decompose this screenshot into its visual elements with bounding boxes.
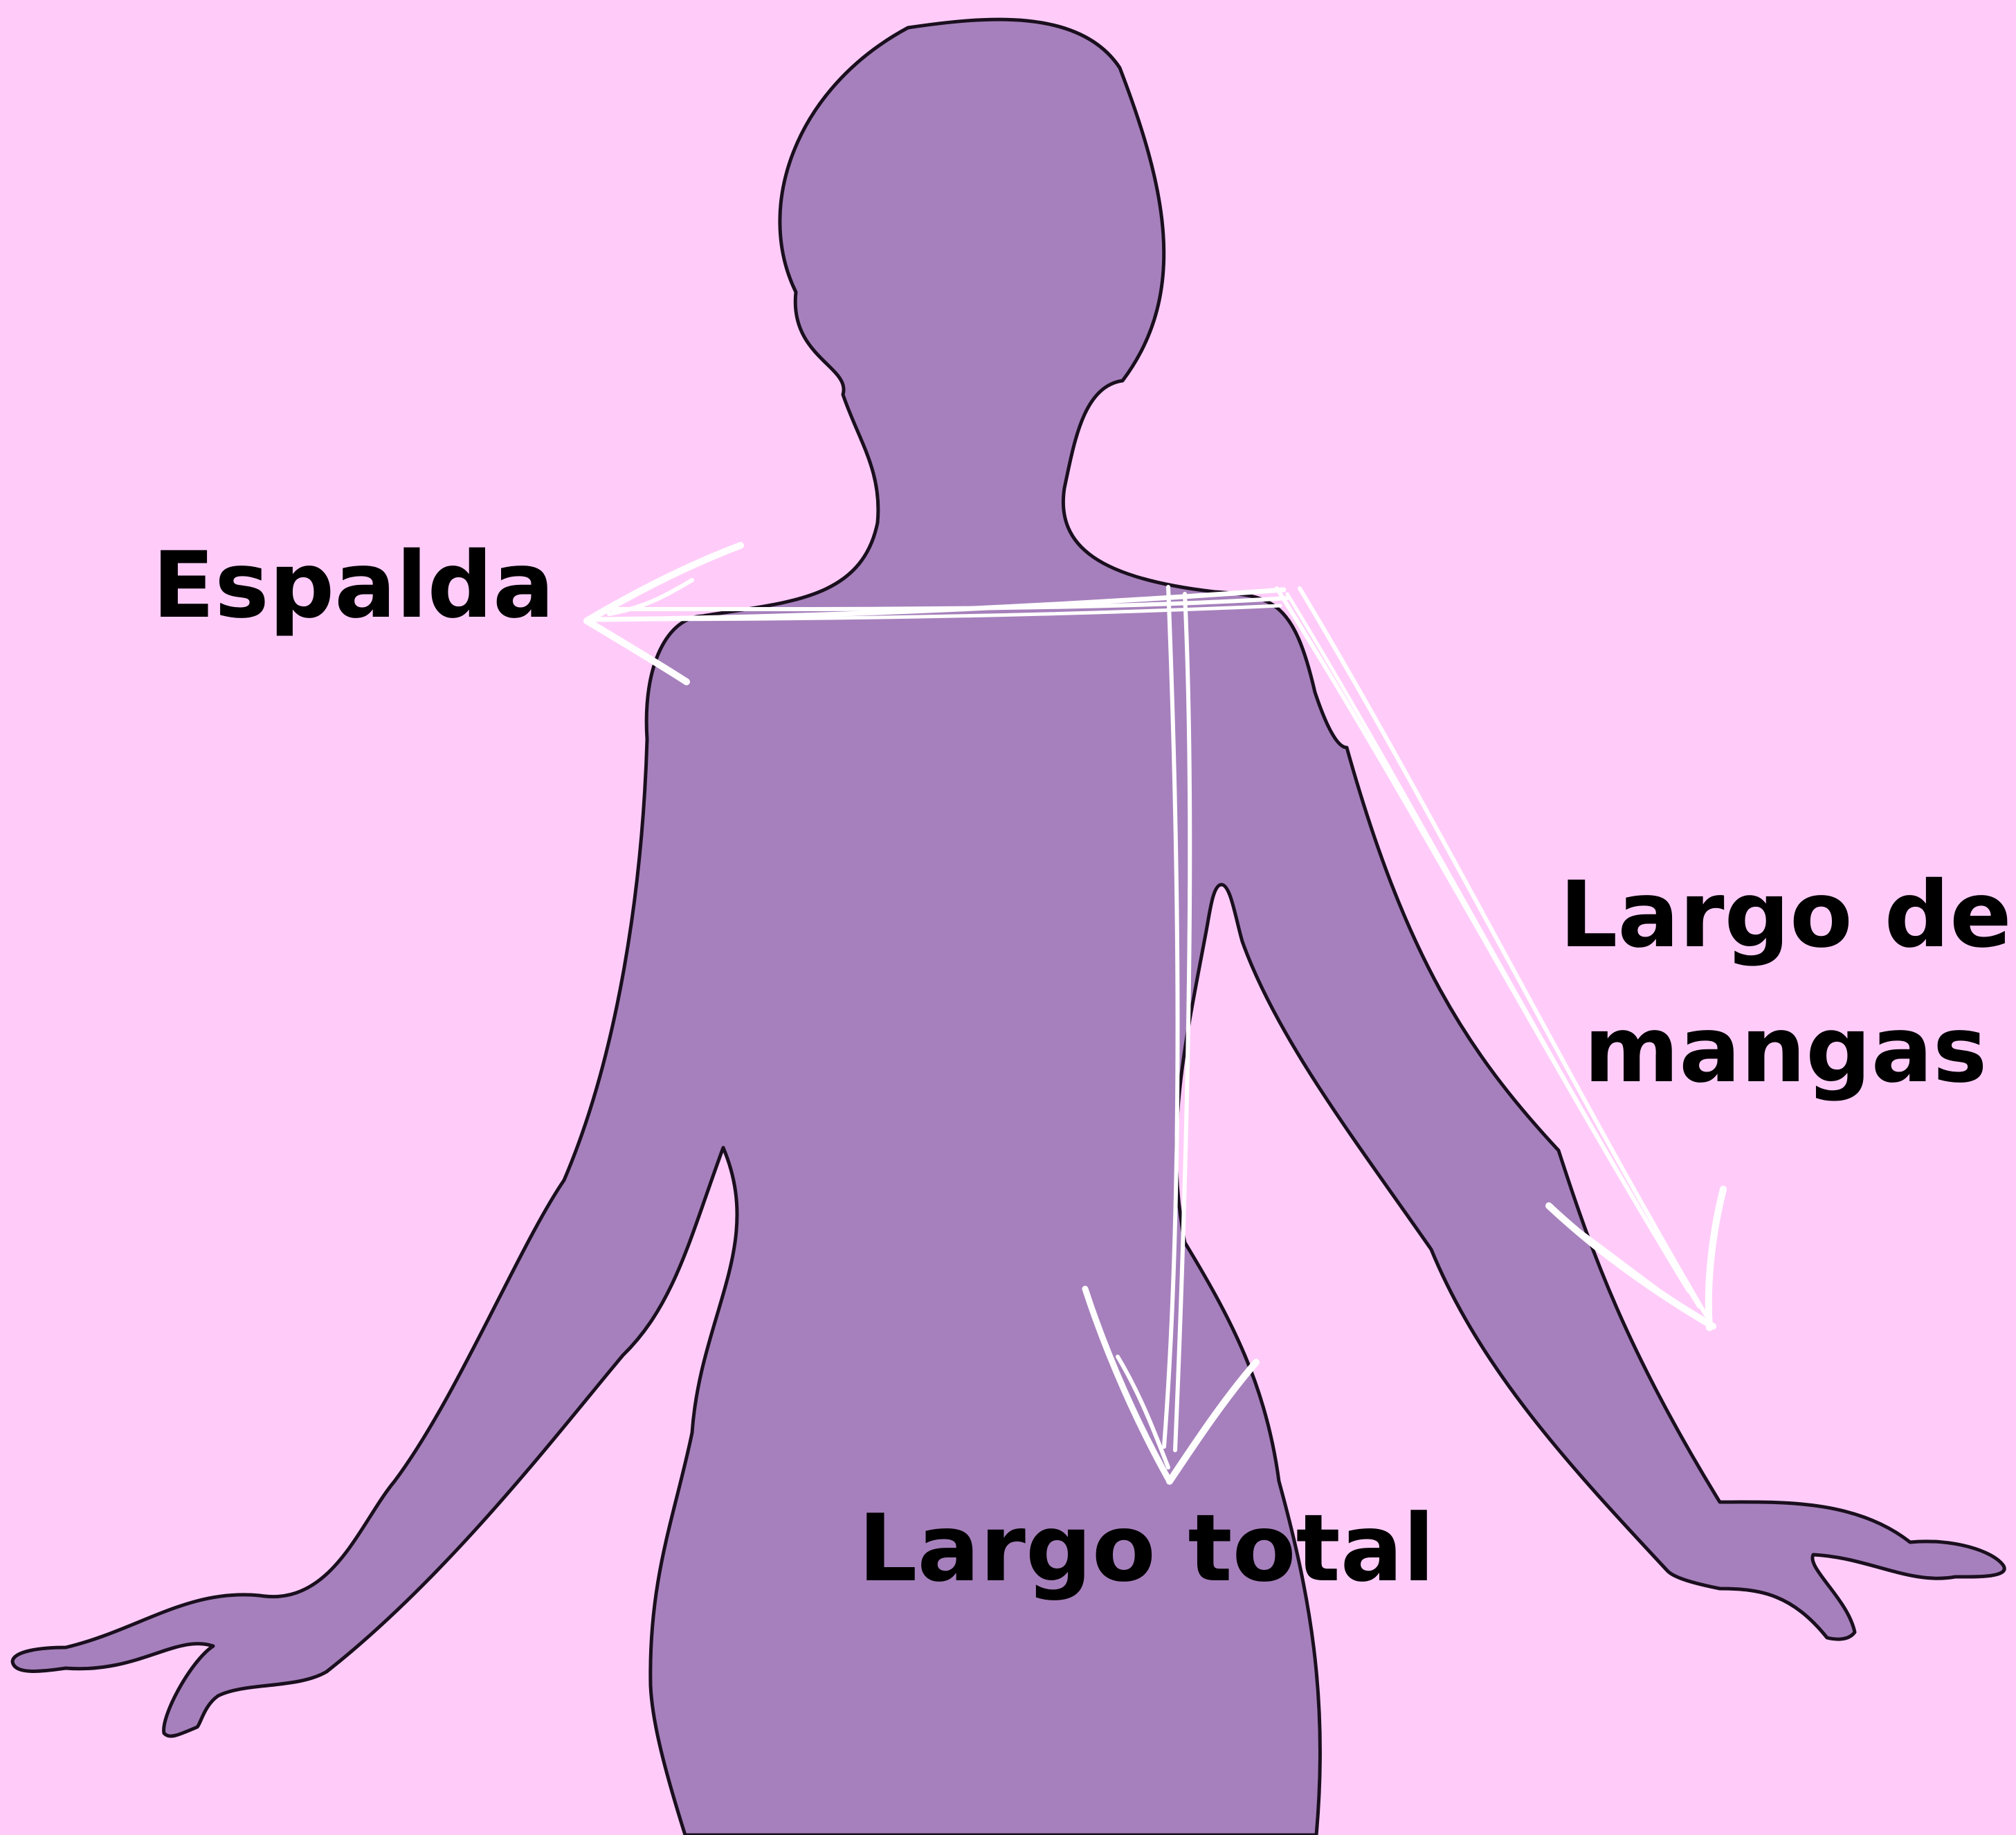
- label-largo-de-mangas-line1: Largo de: [1557, 848, 2014, 983]
- label-largo-de-mangas: Largo de mangas: [1557, 848, 2014, 1119]
- label-largo-total: Largo total: [858, 1502, 1435, 1595]
- label-espalda: Espalda: [152, 540, 554, 631]
- label-largo-de-mangas-line2: mangas: [1557, 983, 2014, 1118]
